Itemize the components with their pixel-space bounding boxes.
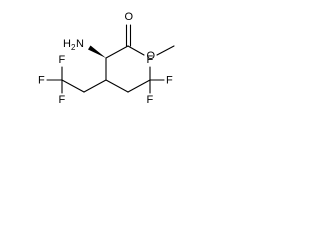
bond-cbeta-ch2-right bbox=[105, 79, 129, 93]
wedge-bond-calpha-n bbox=[88, 45, 106, 58]
atom-label-subscript-2: 2 bbox=[71, 43, 76, 52]
atom-label-f-left-top: F bbox=[59, 54, 66, 66]
atom-label-f-left-bottom: F bbox=[59, 94, 66, 106]
bond-ch2-cf3-left bbox=[61, 79, 85, 93]
bond-ccarbonyl-oester bbox=[127, 45, 145, 56]
atom-label-o-ester: O bbox=[147, 50, 156, 62]
bond-cbeta-ch2-left bbox=[83, 79, 107, 93]
atom-label-f-right-right: F bbox=[166, 74, 173, 86]
atom-label-n: N bbox=[76, 38, 84, 50]
atom-label-h-amine: H bbox=[63, 38, 71, 50]
bond-calpha-ccarbonyl bbox=[105, 45, 129, 59]
molecule-structure: H 2 N O O F F F F F F bbox=[38, 11, 175, 106]
atom-label-f-right-bottom: F bbox=[147, 94, 154, 106]
bond-oester-methyl bbox=[156, 45, 175, 56]
atom-label-o-carbonyl: O bbox=[125, 11, 134, 23]
atom-label-f-left-left: F bbox=[38, 74, 45, 86]
bond-ch2-cf3-right bbox=[127, 79, 151, 93]
atom-label-f-right-top: F bbox=[147, 54, 154, 66]
